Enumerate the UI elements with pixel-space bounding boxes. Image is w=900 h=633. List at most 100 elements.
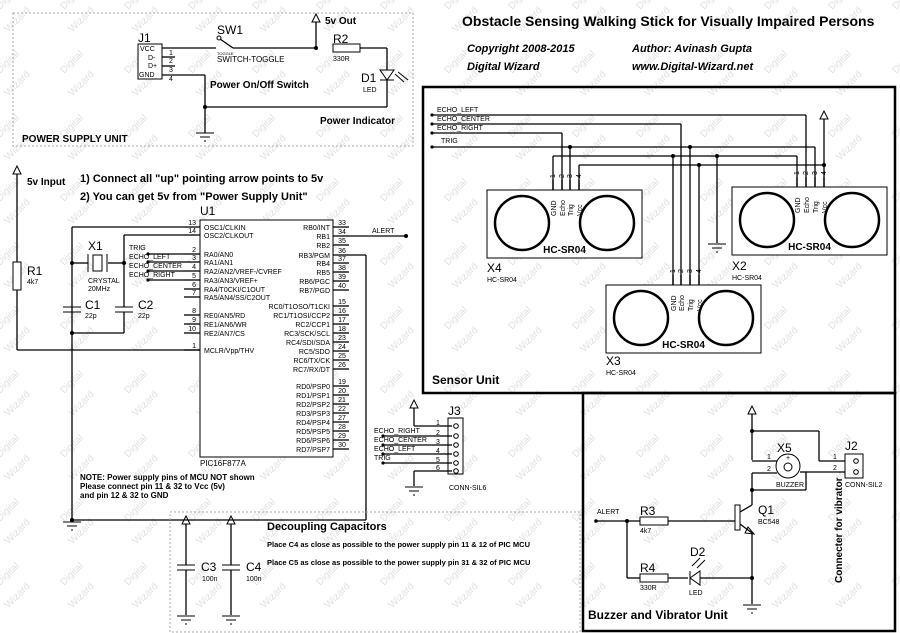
- pin-name: RD6/PSP6: [296, 438, 330, 445]
- pin-number: 9: [192, 317, 196, 324]
- pin-number: 20: [338, 388, 346, 395]
- svg-text:Wizard: Wizard: [67, 581, 97, 611]
- pin-number: 4: [821, 171, 828, 175]
- svg-text:Digital: Digital: [0, 113, 22, 140]
- pin-number: 1: [767, 454, 771, 461]
- decoupling-section: C3 100n C4 100n Decoupling Capacitors Pl…: [169, 511, 581, 633]
- sensor-unit: Sensor Unit ECHO_LEFT ECHO_CENTER ECHO_R…: [421, 85, 897, 395]
- sensor-pin-label: Vcc: [697, 299, 704, 311]
- pin-number: 1: [192, 343, 196, 350]
- pin-name: RA5/AN4/SS/C2OUT: [204, 295, 271, 302]
- svg-text:Digital: Digital: [0, 49, 22, 76]
- j3-pin: 4: [436, 448, 459, 457]
- power-indicator-label: Power Indicator: [320, 116, 395, 127]
- sensor-pin-label: Echo: [804, 197, 811, 213]
- pin-number: 16: [338, 308, 346, 315]
- pin-number: 2: [803, 171, 810, 175]
- svg-text:Wizard: Wizard: [451, 197, 481, 227]
- j1-ref: J1: [138, 31, 151, 45]
- svg-text:Wizard: Wizard: [323, 133, 353, 163]
- svg-text:Digital: Digital: [250, 0, 277, 12]
- svg-text:Wizard: Wizard: [259, 133, 289, 163]
- j3-net-trig: TRIG: [374, 455, 391, 462]
- pin-name: RD7/PSP7: [296, 447, 330, 454]
- sensor-pin-label: Echo: [560, 200, 567, 216]
- svg-text:Wizard: Wizard: [259, 5, 289, 35]
- svg-text:Wizard: Wizard: [771, 325, 801, 355]
- j3-value: CONN-SIL6: [449, 485, 486, 492]
- pin-number: 1: [670, 269, 677, 273]
- pin-name: OSC1/CLKIN: [204, 225, 246, 232]
- svg-text:Wizard: Wizard: [323, 581, 353, 611]
- buzzer-net-alert: ALERT: [597, 509, 620, 516]
- copyright: Copyright 2008-2015: [467, 43, 575, 55]
- d1-value: LED: [363, 87, 377, 94]
- r1-ref: R1: [27, 264, 43, 278]
- pin-number: 3: [687, 269, 694, 273]
- svg-text:Wizard: Wizard: [387, 133, 417, 163]
- pin-name: RB4: [316, 261, 330, 268]
- net-label-echo-center: ECHO_CENTER: [129, 263, 182, 270]
- notes: 5v Input 1) Connect all "up" pointing ar…: [12, 165, 324, 203]
- 5v-out-label: 5v Out: [325, 16, 357, 27]
- sensor-part: HC-SR04: [732, 275, 762, 282]
- r3-value: 4k7: [640, 528, 651, 535]
- svg-text:Digital: Digital: [186, 49, 213, 76]
- mcu-chip: [199, 219, 334, 458]
- r2-ref: R2: [333, 32, 349, 46]
- svg-text:Wizard: Wizard: [771, 581, 801, 611]
- sensor-net-echo-left: ECHO_LEFT: [437, 107, 479, 114]
- svg-text:Wizard: Wizard: [131, 517, 161, 547]
- pin-number: 6: [436, 465, 440, 472]
- svg-text:Digital: Digital: [634, 0, 661, 12]
- svg-text:Wizard: Wizard: [387, 581, 417, 611]
- svg-text:Digital: Digital: [698, 433, 725, 460]
- svg-text:Digital: Digital: [442, 241, 469, 268]
- pin-number: 10: [188, 326, 196, 333]
- pin-number: 21: [338, 397, 346, 404]
- pin-number: 18: [338, 326, 346, 333]
- q1-ref: Q1: [758, 503, 774, 517]
- pin-number: 2: [678, 269, 685, 273]
- buzzer-vibrator-unit: Buzzer and Vibrator Unit 1 2 + X5 BUZZER…: [581, 391, 897, 633]
- pin-number: 30: [338, 442, 346, 449]
- svg-text:Wizard: Wizard: [131, 133, 161, 163]
- sensor-pin-label: GND: [671, 295, 678, 311]
- svg-text:Digital: Digital: [186, 0, 213, 12]
- u1-ref: U1: [200, 204, 216, 218]
- author: Author: Avinash Gupta: [631, 43, 752, 55]
- svg-text:Digital: Digital: [698, 0, 725, 12]
- pin-number: 1: [436, 420, 440, 427]
- vibrator-connector-label: Connecter for vibrator: [834, 477, 845, 583]
- pin-number: 24: [338, 344, 346, 351]
- pin-number: 1: [550, 174, 557, 178]
- pin-number: 3: [812, 171, 819, 175]
